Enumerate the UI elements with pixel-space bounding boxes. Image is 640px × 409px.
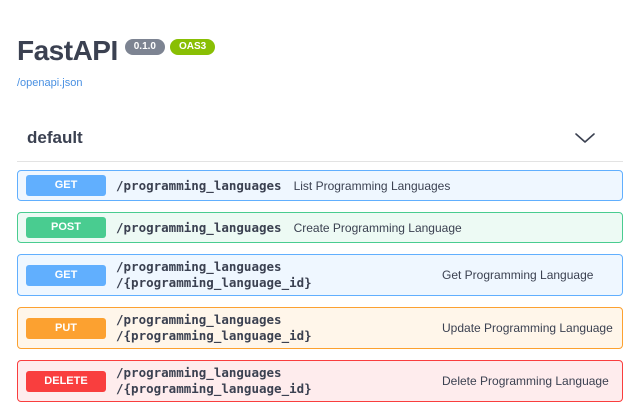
operation-description: Get Programming Language xyxy=(442,268,594,283)
oas3-badge: OAS3 xyxy=(170,39,216,55)
method-badge-get: GET xyxy=(26,175,106,197)
method-badge-delete: DELETE xyxy=(26,370,106,392)
operation-path: /programming_languages /{programming_lan… xyxy=(116,312,312,344)
operation-row-post-create[interactable]: POST /programming_languages Create Progr… xyxy=(17,212,623,244)
operations-list: GET /programming_languages List Programm… xyxy=(17,170,623,403)
operation-path: /programming_languages /{programming_lan… xyxy=(116,259,312,291)
operation-row-get-one[interactable]: GET /programming_languages /{programming… xyxy=(17,254,623,297)
operation-path: /programming_languages xyxy=(116,219,282,235)
page-title: FastAPI xyxy=(17,35,118,66)
operation-row-delete[interactable]: DELETE /programming_languages /{programm… xyxy=(17,360,623,403)
operation-path: /programming_languages xyxy=(116,177,282,193)
api-badges: 0.1.0 OAS3 xyxy=(124,39,216,55)
method-badge-put: PUT xyxy=(26,317,106,339)
api-info-header: FastAPI 0.1.0 OAS3 /openapi.json xyxy=(17,0,623,91)
chevron-down-icon[interactable] xyxy=(575,133,595,144)
section-title: default xyxy=(27,128,83,148)
method-badge-post: POST xyxy=(26,217,106,239)
operation-row-put-update[interactable]: PUT /programming_languages /{programming… xyxy=(17,307,623,350)
operation-description: List Programming Languages xyxy=(293,178,451,193)
operation-path: /programming_languages /{programming_lan… xyxy=(116,365,312,397)
operation-description: Delete Programming Language xyxy=(442,374,609,389)
version-badge: 0.1.0 xyxy=(124,39,165,55)
operation-description: Update Programming Language xyxy=(442,321,613,336)
openapi-spec-link[interactable]: /openapi.json xyxy=(17,77,83,90)
method-badge-get: GET xyxy=(26,264,106,286)
section-header-default[interactable]: default xyxy=(17,128,623,163)
operation-description: Create Programming Language xyxy=(293,220,462,235)
operation-row-get-list[interactable]: GET /programming_languages List Programm… xyxy=(17,170,623,202)
